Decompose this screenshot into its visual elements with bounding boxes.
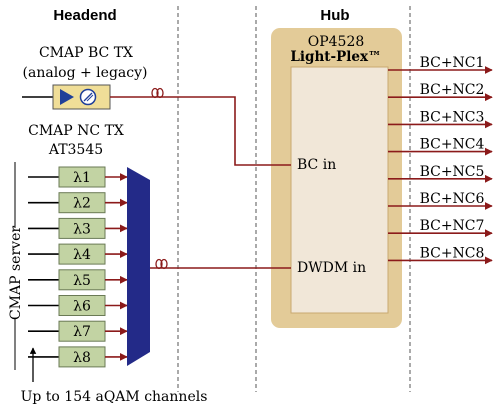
nc-tx-model: AT3545 bbox=[48, 142, 103, 158]
hub-inner-box bbox=[290, 66, 389, 314]
bc-fiber-path bbox=[110, 96, 291, 166]
output-row: BC+NC7 bbox=[388, 218, 493, 238]
output-row: BC+NC6 bbox=[388, 191, 493, 210]
lambda-row: λ8 bbox=[28, 346, 128, 368]
output-row: BC+NC4 bbox=[388, 137, 493, 156]
output-row: BC+NC8 bbox=[388, 245, 493, 265]
output-label: BC+NC4 bbox=[420, 137, 485, 153]
dwdm-mux bbox=[127, 167, 150, 366]
output-label: BC+NC7 bbox=[420, 218, 485, 234]
output-label: BC+NC1 bbox=[420, 55, 485, 71]
lambda-row: λ1 bbox=[28, 166, 128, 188]
output-row: BC+NC1 bbox=[388, 55, 493, 74]
lambda-row: λ7 bbox=[28, 320, 128, 342]
output-row: BC+NC3 bbox=[388, 109, 493, 129]
lambda-label: λ7 bbox=[73, 324, 91, 340]
lambda-label: λ1 bbox=[73, 170, 91, 186]
lambda-label: λ8 bbox=[73, 350, 91, 366]
hub-device-model: OP4528 bbox=[308, 34, 365, 50]
output-label: BC+NC5 bbox=[420, 164, 485, 180]
lambda-row: λ3 bbox=[28, 217, 128, 239]
output-row: BC+NC2 bbox=[388, 82, 493, 102]
nc-tx-title: CMAP NC TX bbox=[28, 123, 124, 139]
output-label: BC+NC6 bbox=[420, 191, 485, 207]
lambda-label: λ3 bbox=[73, 221, 91, 237]
output-rows: BC+NC1BC+NC2BC+NC3BC+NC4BC+NC5BC+NC6BC+N… bbox=[388, 55, 493, 265]
output-label: BC+NC3 bbox=[420, 109, 485, 125]
lambda-label: λ5 bbox=[73, 273, 91, 289]
lambda-label: λ4 bbox=[73, 247, 91, 263]
cmap-server-label: CMAP server bbox=[8, 226, 24, 320]
lambda-rows: λ1 λ2 λ3 λ4 λ5 λ6 λ7 λ8 bbox=[28, 166, 128, 368]
bc-tx-subtitle: (analog + legacy) bbox=[23, 65, 148, 81]
lambda-row: λ6 bbox=[28, 295, 128, 316]
bc-tx-title: CMAP BC TX bbox=[39, 45, 133, 61]
output-row: BC+NC5 bbox=[388, 164, 493, 183]
laser-diode-icon bbox=[79, 88, 97, 106]
dwdm-in-label: DWDM in bbox=[297, 260, 366, 276]
lambda-label: λ6 bbox=[73, 299, 91, 315]
headend-title: Headend bbox=[53, 7, 116, 24]
bc-in-label: BC in bbox=[297, 157, 336, 173]
dwdm-fiber-coil-icon bbox=[155, 258, 168, 270]
output-label: BC+NC2 bbox=[420, 82, 485, 98]
lambda-label: λ2 bbox=[73, 196, 91, 212]
amplifier-icon bbox=[60, 89, 74, 105]
hub-title: Hub bbox=[320, 7, 349, 24]
bc-fiber-coil-icon bbox=[151, 87, 164, 99]
channels-note: Up to 154 aQAM channels bbox=[21, 389, 208, 405]
lambda-row: λ4 bbox=[28, 243, 128, 265]
output-label: BC+NC8 bbox=[420, 245, 485, 261]
hub-device-name: Light-Plex™ bbox=[290, 49, 381, 65]
lambda-row: λ5 bbox=[28, 269, 128, 291]
lambda-row: λ2 bbox=[28, 192, 128, 214]
